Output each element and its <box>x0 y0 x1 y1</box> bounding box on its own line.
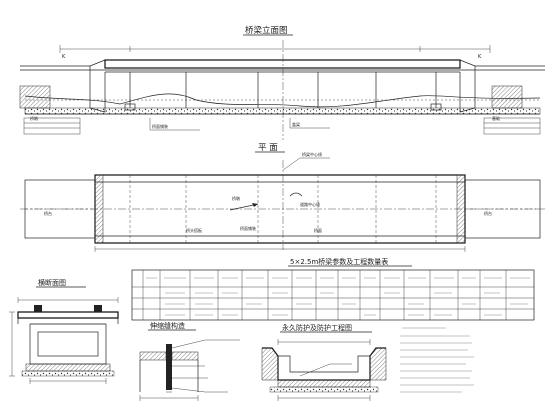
plan-label-left-abutment: 桥台 <box>44 210 52 216</box>
quantity-table: 5×2.5m桥梁参数及工程数量表 <box>131 257 535 321</box>
table-column-lines <box>142 270 507 320</box>
joint-detail-view: 伸缩缝构造 <box>139 321 240 401</box>
elevation-annotation-2: 盖梁 <box>292 121 300 127</box>
plan-label-centerline: 桥梁中心线 <box>302 151 322 157</box>
cross-section-view: 横断面图 <box>9 278 119 384</box>
plan-title: 平 面 <box>258 143 278 153</box>
plan-label-paving: 桥面铺装 <box>240 225 256 231</box>
table-title: 5×2.5m桥梁参数及工程数量表 <box>290 257 388 266</box>
plan-label-road-centerline: 道路中心线 <box>300 201 320 207</box>
elevation-piers <box>124 72 442 111</box>
elevation-right-marker: K <box>478 54 482 60</box>
table-row-marks <box>165 292 528 316</box>
plan-label-pier: 桥墩 <box>232 195 240 201</box>
elevation-left-marker: K <box>62 54 66 60</box>
protection-detail-view: 永久防护及防护工程图 <box>261 323 387 401</box>
cross-section-title: 横断面图 <box>38 278 66 287</box>
plan-label-right-abutment: 桥台 <box>484 210 492 216</box>
notes-block <box>400 327 474 393</box>
protection-detail-title: 永久防护及防护工程图 <box>282 323 352 332</box>
elevation-view: 桥梁立面图 K K <box>19 25 545 140</box>
elevation-annotation-1: 桥面铺装 <box>152 123 168 129</box>
elevation-title: 桥梁立面图 <box>245 25 288 36</box>
plan-view: 平 面 桥梁中心线 桥台 桥台 桥墩 道路中心线 桥面铺装 桥头搭板 <box>20 143 545 252</box>
joint-detail-title: 伸缩缝构造 <box>150 321 185 330</box>
plan-label-approach-slab: 桥头搭板 <box>186 227 202 233</box>
plan-label-deck: 桥面 <box>314 227 322 233</box>
